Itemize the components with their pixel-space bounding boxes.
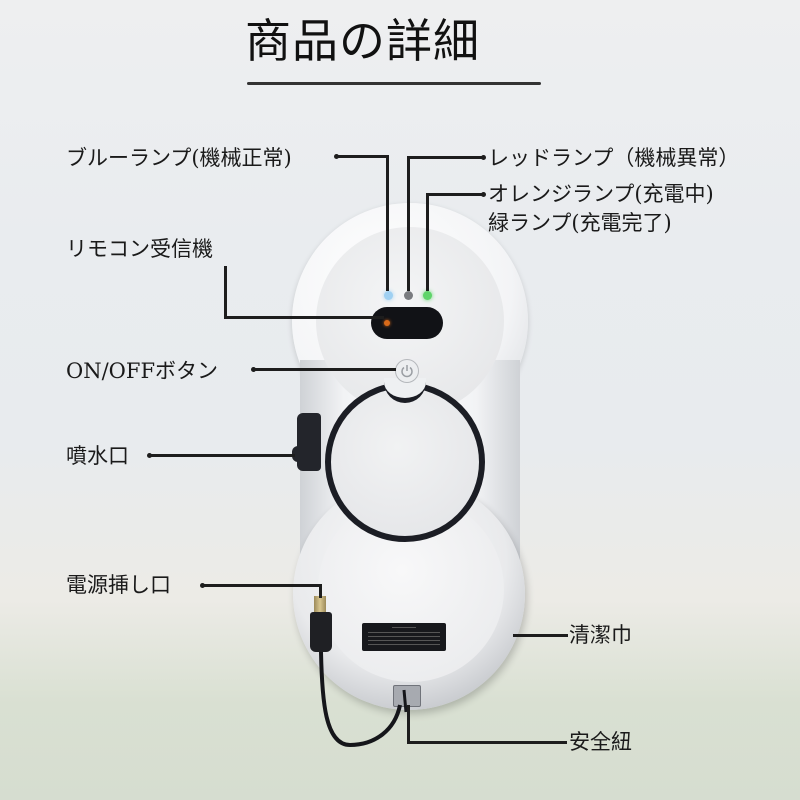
leader-line-socket-h (202, 584, 322, 587)
cleaning-pad (325, 382, 485, 542)
leader-dot (481, 155, 486, 160)
label-blue-lamp: ブルーランプ(機械正常) (66, 146, 292, 170)
label-green-lamp: 緑ランプ(充電完了) (488, 211, 672, 235)
spray-nozzle-tip (292, 446, 304, 462)
label-power-socket: 電源挿し口 (66, 573, 171, 597)
leader-line-cloth (513, 634, 568, 637)
power-plug (310, 612, 332, 652)
leader-line-remote-h (224, 316, 384, 319)
label-safety-rope: 安全紐 (569, 730, 632, 754)
green-lamp (423, 291, 432, 300)
title-underline (247, 82, 541, 85)
leader-line-green-lamp-v (426, 193, 429, 291)
leader-dot (481, 192, 486, 197)
warning-plate (362, 623, 446, 651)
ir-indicator (384, 320, 390, 326)
leader-line-blue-lamp-v (386, 155, 389, 291)
label-orange-lamp: オレンジランプ(充電中) (488, 182, 714, 206)
label-spray-nozzle: 噴水口 (66, 444, 129, 468)
blue-lamp (384, 291, 393, 300)
leader-line-green-lamp (426, 193, 483, 196)
power-icon (401, 365, 413, 378)
label-power-button: ON/OFFボタン (66, 359, 219, 383)
leader-line-red-lamp (407, 156, 483, 159)
leader-line-remote-v (224, 266, 227, 318)
leader-line-red-lamp-v (407, 156, 410, 291)
power-button[interactable] (395, 359, 419, 383)
red-lamp (404, 291, 413, 300)
leader-line-nozzle (149, 454, 295, 457)
leader-line-rope-h (407, 741, 567, 744)
label-red-lamp: レッドランプ（機械異常） (488, 146, 740, 170)
leader-line-socket-v (319, 584, 322, 598)
leader-line-rope-v (407, 705, 410, 743)
power-plug-pin (314, 596, 326, 616)
leader-line-power (253, 368, 396, 371)
label-cleaning-cloth: 清潔巾 (569, 623, 632, 647)
remote-receiver-window (371, 307, 443, 339)
page-title: 商品の詳細 (245, 14, 480, 68)
leader-line-blue-lamp (336, 155, 388, 158)
label-remote-receiver: リモコン受信機 (66, 237, 213, 261)
